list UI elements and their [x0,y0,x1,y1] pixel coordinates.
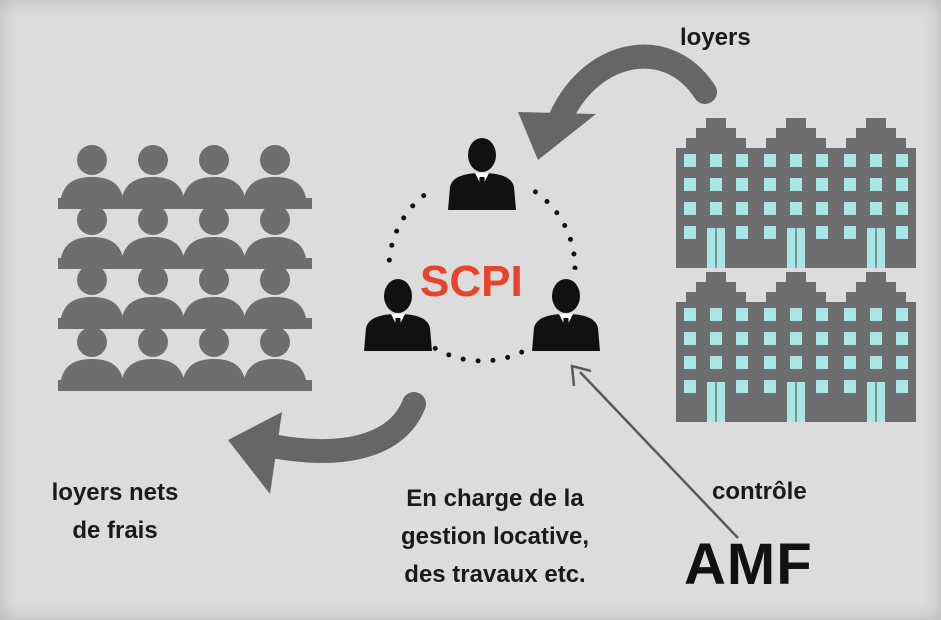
managers-icon [346,138,618,364]
rent-label: loyers [680,24,751,51]
scpi-label: SCPI [420,257,523,306]
net-rent-arrow-icon [228,392,426,494]
net-rent-label: loyers nets de frais [15,474,215,550]
control-label: contrôle [712,478,807,505]
management-label: En charge de la gestion locative, des tr… [350,480,640,594]
control-arrow-icon [570,364,739,539]
buildings-icon [676,118,916,422]
net-rent-line-1: loyers nets [51,479,179,506]
rent-arrow-icon [518,44,717,160]
investors-icon [58,145,312,391]
management-line-3: des travaux etc. [404,561,586,588]
net-rent-line-2: de frais [72,517,158,544]
management-line-1: En charge de la [406,485,584,512]
management-line-2: gestion locative, [400,523,590,550]
amf-label: AMF [684,532,813,597]
